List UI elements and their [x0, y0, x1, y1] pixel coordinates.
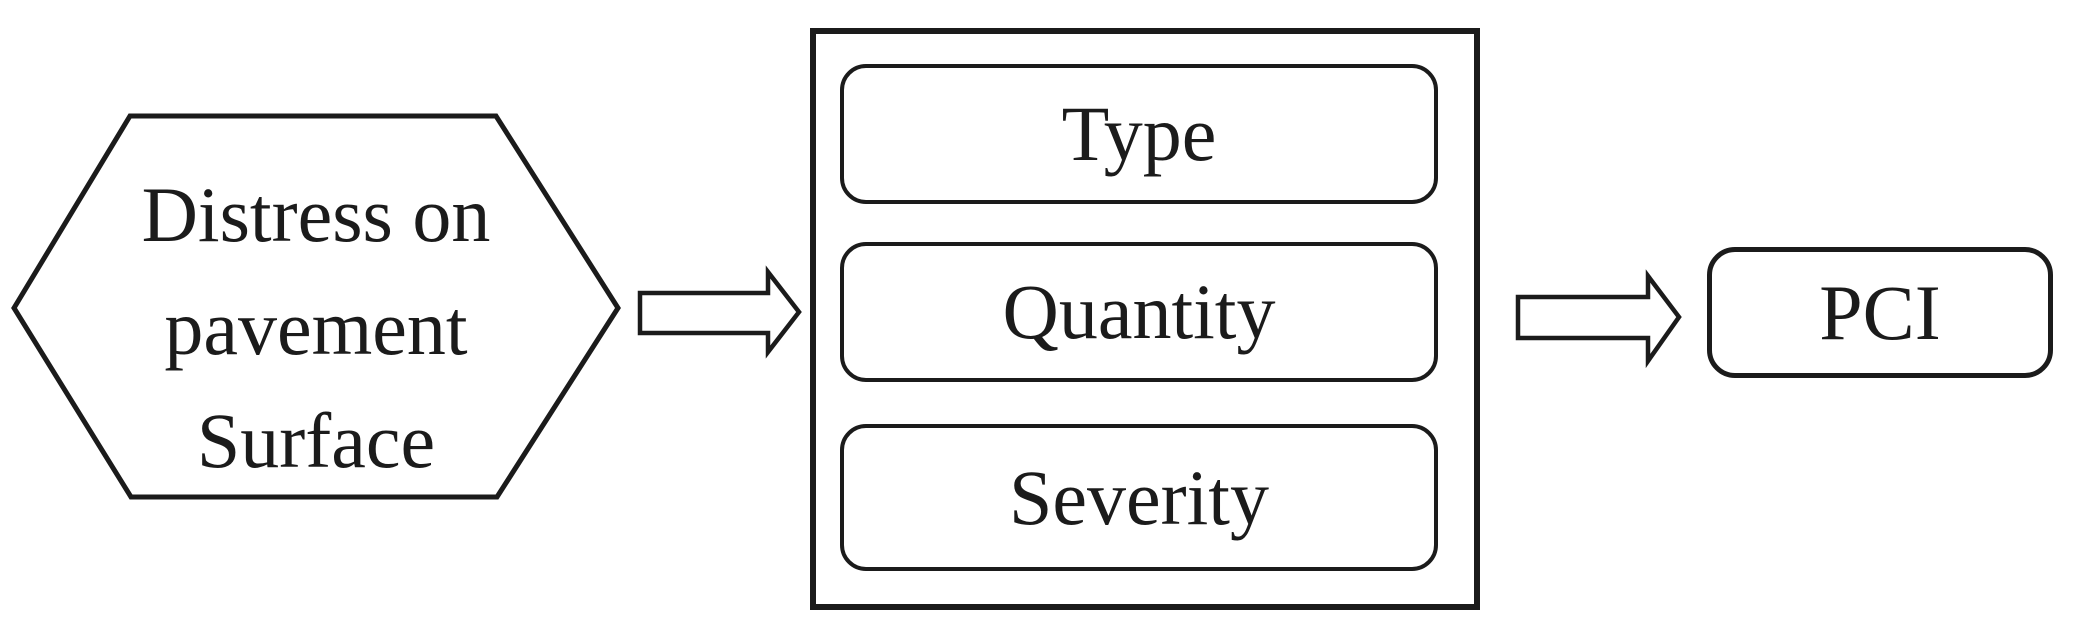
right-block-arrow-icon [637, 265, 802, 359]
factor-item-severity: Severity [840, 424, 1438, 571]
right-block-arrow-icon [1515, 269, 1682, 369]
factor-item-quantity: Quantity [840, 242, 1438, 382]
factor-item-type: Type [840, 64, 1438, 204]
hexagon-shape [11, 113, 621, 500]
source-node-label: Distress on pavement Surface [141, 171, 491, 484]
result-node-pci: PCI [1707, 247, 2053, 378]
